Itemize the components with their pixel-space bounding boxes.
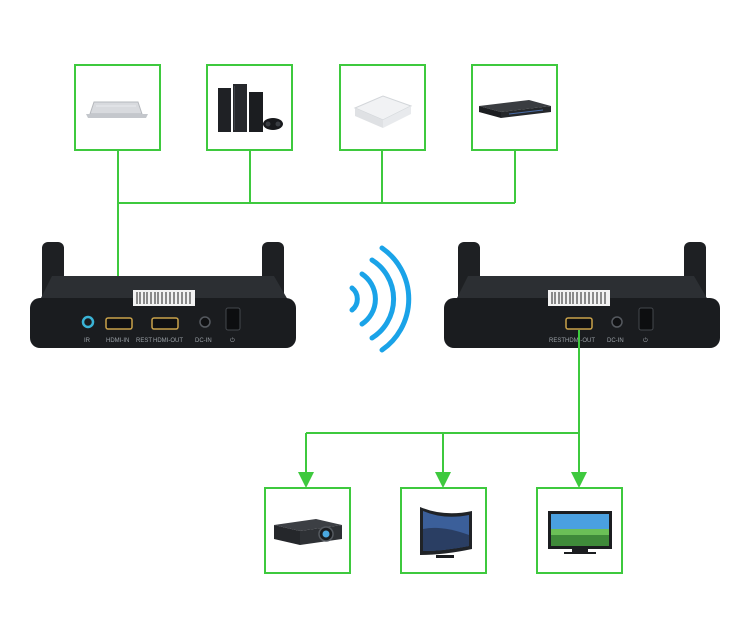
label-hdmi-in: HDMI-IN [106,338,129,344]
hdmi-out-port [565,317,593,330]
transmitter: IR HDMI-IN REST HDMI-OUT DC-IN ⏻ [30,242,296,348]
label-dc-in: DC-IN [195,338,212,344]
flat-tv-icon [548,511,612,554]
display-connector-lines [298,330,587,488]
laptop-icon [86,101,148,118]
source-box-media-box [339,64,426,151]
label-ir: IR [84,338,91,344]
display-box-flat-tv [536,487,623,574]
dc-in-port [611,316,623,328]
label-power: ⏻ [643,337,648,344]
curved-tv-icon [420,507,472,558]
label-power: ⏻ [230,337,235,344]
source-box-laptop [74,64,161,151]
hdmi-out-port [151,317,179,330]
projector-icon [274,519,342,545]
label-rest: REST [136,338,152,344]
ir-sensor [81,315,95,329]
hdmi-in-port [105,317,133,330]
power-switch [225,307,241,331]
label-hdmi-out: HDMI-OUT [153,338,183,344]
game-console-icon [218,84,283,132]
receiver: REST HDMI-OUT DC-IN ⏻ [444,242,720,348]
source-box-game-console [206,64,293,151]
media-box-icon [353,95,413,128]
wifi-signal-icon [349,245,412,353]
display-box-projector [264,487,351,574]
display-box-curved-tv [400,487,487,574]
label-rest: REST [549,338,565,344]
dvd-player-icon [479,100,551,118]
source-box-dvd-player [471,64,558,151]
label-hdmi-out: HDMI-OUT [565,338,595,344]
label-dc-in: DC-IN [607,338,624,344]
power-switch [638,307,654,331]
dc-in-port [199,316,211,328]
